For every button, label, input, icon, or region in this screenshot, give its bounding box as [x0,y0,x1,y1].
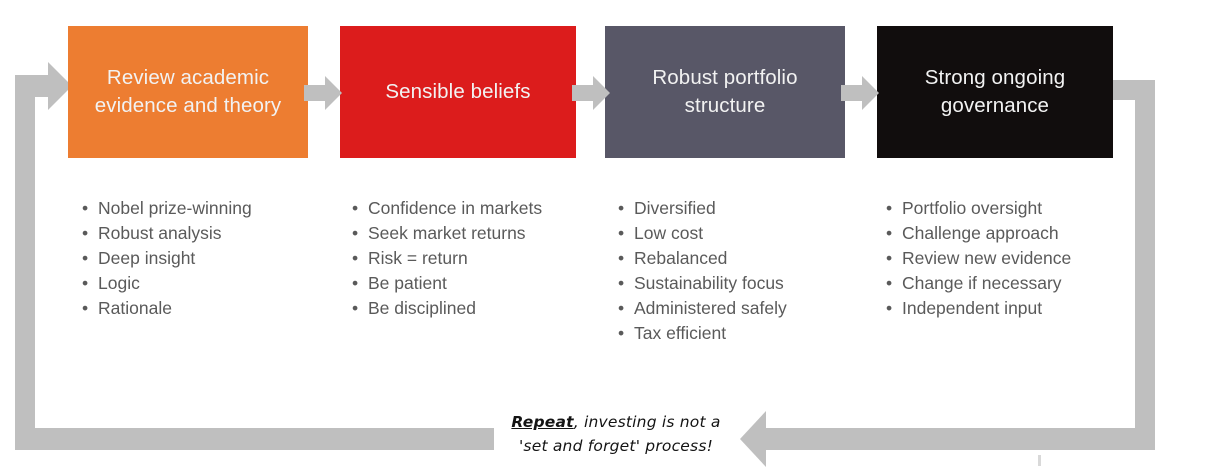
bullet-list-strong-ongoing-governance: • Portfolio oversight • Challenge approach… [884,196,1071,321]
bullet-icon: • [886,298,893,318]
bullet-list-sensible-beliefs: • Confidence in markets • Seek market retu… [350,196,542,321]
list-item-label: Rationale [98,298,172,318]
bullet-icon: • [618,248,625,268]
list-item: • Challenge approach [884,221,1071,246]
bullet-list-robust-portfolio-structure: • Diversified • Low cost • Rebalanced • Sust… [616,196,787,346]
bullet-icon: • [618,323,625,343]
stage-title: Robust portfolio structure [652,66,798,117]
list-item-label: Review new evidence [902,248,1072,268]
list-item-label: Administered safely [634,298,787,318]
stage-box-sensible-beliefs[interactable]: Sensible beliefs [340,26,576,158]
repeat-caption: Repeat, investing is not a 'set and forg… [494,410,738,458]
list-item: • Change if necessary [884,271,1071,296]
bullet-icon: • [618,273,625,293]
list-item: • Rationale [80,296,252,321]
bullet-icon: • [352,198,359,218]
list-item-label: Sustainability focus [634,273,784,293]
list-item: • Sustainability focus [616,271,787,296]
list-item: • Tax efficient [616,321,787,346]
list-item-label: Low cost [634,223,704,243]
list-item: • Portfolio oversight [884,196,1071,221]
list-item: • Nobel prize-winning [80,196,252,221]
list-item: • Seek market returns [350,221,542,246]
list-item-label: Portfolio oversight [902,198,1043,218]
list-item-label: Risk = return [368,248,468,268]
list-item: • Robust analysis [80,221,252,246]
stage-title: Sensible beliefs [385,80,531,104]
list-item-label: Seek market returns [368,223,526,243]
list-item: • Review new evidence [884,246,1071,271]
list-item: • Risk = return [350,246,542,271]
list-item-label: Change if necessary [902,273,1062,293]
render-artifact [1038,455,1041,466]
stage-box-robust-portfolio-structure[interactable]: Robust portfolio structure [605,26,845,158]
list-item: • Deep insight [80,246,252,271]
right-chevron-arrow-icon-1 [304,76,342,110]
list-item-label: Rebalanced [634,248,728,268]
stage-box-review-academic-evidence-and-theory[interactable]: Review academic evidence and theory [68,26,308,158]
bullet-icon: • [352,223,359,243]
bullet-icon: • [82,248,89,268]
bullet-icon: • [82,198,89,218]
stage-title: Review academic evidence and theory [94,66,282,117]
bullet-icon: • [82,298,89,318]
repeat-emphasis: Repeat [511,413,574,431]
list-item: • Be disciplined [350,296,542,321]
list-item-label: Challenge approach [902,223,1059,243]
list-item-label: Logic [98,273,140,293]
right-chevron-arrow-icon-2 [572,76,610,110]
bullet-list-review-academic-evidence-and-theory: • Nobel prize-winning • Robust analysis • D… [80,196,252,321]
stage-title: Strong ongoing governance [924,66,1066,117]
stage-box-strong-ongoing-governance[interactable]: Strong ongoing governance [877,26,1113,158]
list-item: • Rebalanced [616,246,787,271]
bullet-icon: • [618,223,625,243]
bullet-icon: • [886,223,893,243]
bullet-icon: • [82,273,89,293]
list-item: • Independent input [884,296,1071,321]
bullet-icon: • [618,298,625,318]
repeat-caption-line2: 'set and forget' process! [518,437,714,455]
list-item-label: Independent input [902,298,1043,318]
list-item: • Diversified [616,196,787,221]
bullet-icon: • [886,198,893,218]
list-item-label: Confidence in markets [368,198,543,218]
right-chevron-arrow-icon-3 [841,76,879,110]
bullet-icon: • [352,248,359,268]
list-item-label: Robust analysis [98,223,222,243]
bullet-icon: • [352,273,359,293]
list-item-label: Be disciplined [368,298,476,318]
list-item: • Low cost [616,221,787,246]
list-item-label: Be patient [368,273,447,293]
list-item: • Logic [80,271,252,296]
list-item-label: Nobel prize-winning [98,198,252,218]
bullet-icon: • [886,248,893,268]
list-item: • Administered safely [616,296,787,321]
repeat-rest: , investing is not a [573,413,721,431]
bullet-icon: • [886,273,893,293]
list-item: • Be patient [350,271,542,296]
bullet-icon: • [618,198,625,218]
list-item-label: Tax efficient [634,323,727,343]
bullet-icon: • [82,223,89,243]
list-item-label: Deep insight [98,248,196,268]
list-item: • Confidence in markets [350,196,542,221]
list-item-label: Diversified [634,198,716,218]
bullet-icon: • [352,298,359,318]
